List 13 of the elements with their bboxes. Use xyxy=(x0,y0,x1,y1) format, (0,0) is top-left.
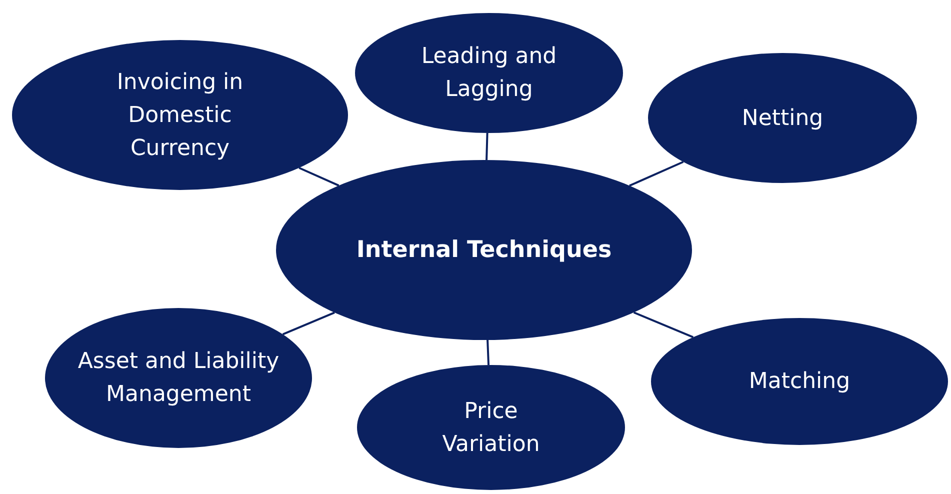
connector-line xyxy=(629,160,684,187)
node-label: Leading and Lagging xyxy=(420,43,558,104)
connector-line xyxy=(486,132,488,160)
node-label: Matching xyxy=(748,368,850,396)
node-label: Internal Techniques xyxy=(356,236,612,265)
connector-line xyxy=(298,166,340,186)
connector-line xyxy=(633,312,694,338)
node-label: Invoicing in Domestic Currency xyxy=(116,68,244,162)
connector-line xyxy=(282,312,335,336)
node-label: Price Variation xyxy=(441,398,541,458)
connector-line xyxy=(486,340,490,366)
node-label: Netting xyxy=(742,104,824,132)
node-label: Asset and Liability Management xyxy=(76,348,280,409)
